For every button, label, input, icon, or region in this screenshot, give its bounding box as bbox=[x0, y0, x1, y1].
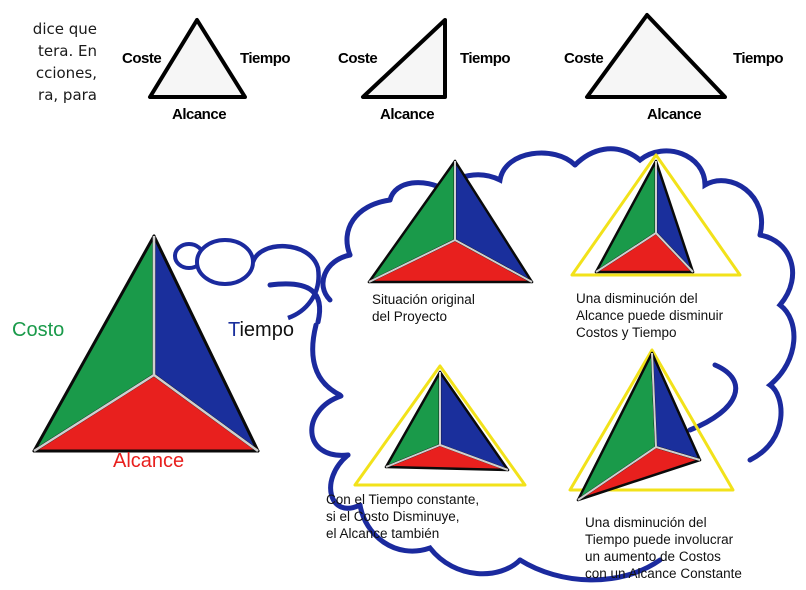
top-triangle-3-left-label: Coste bbox=[564, 50, 604, 67]
tiempo-label-initial: T bbox=[228, 319, 240, 341]
top-triangle-2-left-label: Coste bbox=[338, 50, 378, 67]
top-triangle-3-right-label: Tiempo bbox=[733, 50, 784, 67]
intro-line: dice que bbox=[32, 20, 97, 38]
costo-label: Costo bbox=[12, 319, 65, 341]
top-triangle-1-right-label: Tiempo bbox=[240, 50, 291, 67]
top-triangle-2-bottom-label: Alcance bbox=[380, 106, 435, 123]
tiempo-label-rest: iempo bbox=[239, 319, 294, 341]
scenario-4-caption: Una disminución del Tiempo puede involuc… bbox=[585, 515, 742, 581]
top-triangle-1-left-label: Coste bbox=[122, 50, 162, 67]
outline-triangle-equilateral bbox=[148, 18, 247, 99]
outline-triangle-wide bbox=[585, 13, 727, 99]
big-triangle bbox=[32, 234, 260, 453]
scenario-1-caption: Situación original del Proyecto bbox=[372, 292, 475, 324]
intro-line: ra, para bbox=[38, 86, 97, 104]
alcance-label: Alcance bbox=[113, 450, 185, 472]
intro-paragraph-fragment: dice que tera. En cciones, ra, para bbox=[0, 18, 97, 106]
thought-bubble-medium bbox=[195, 238, 255, 286]
top-triangle-2-right-label: Tiempo bbox=[460, 50, 511, 67]
tiempo-label: Tiempo bbox=[228, 319, 294, 342]
intro-line: cciones, bbox=[35, 64, 97, 82]
top-triangle-1-bottom-label: Alcance bbox=[172, 106, 227, 123]
scenario-2-caption: Una disminución del Alcance puede dismin… bbox=[576, 291, 724, 340]
intro-line: tera. En bbox=[38, 42, 97, 60]
top-triangle-3-bottom-label: Alcance bbox=[647, 106, 702, 123]
thought-bubble-large bbox=[250, 243, 321, 321]
scenario-4-triangle bbox=[568, 348, 735, 502]
scenario-1-triangle bbox=[367, 159, 534, 284]
outline-triangle-right bbox=[361, 18, 447, 99]
scenario-3-triangle bbox=[353, 364, 527, 487]
scenario-2-triangle bbox=[570, 153, 742, 277]
scenario-3-caption: Con el Tiempo constante, si el Costo Dis… bbox=[326, 492, 480, 541]
